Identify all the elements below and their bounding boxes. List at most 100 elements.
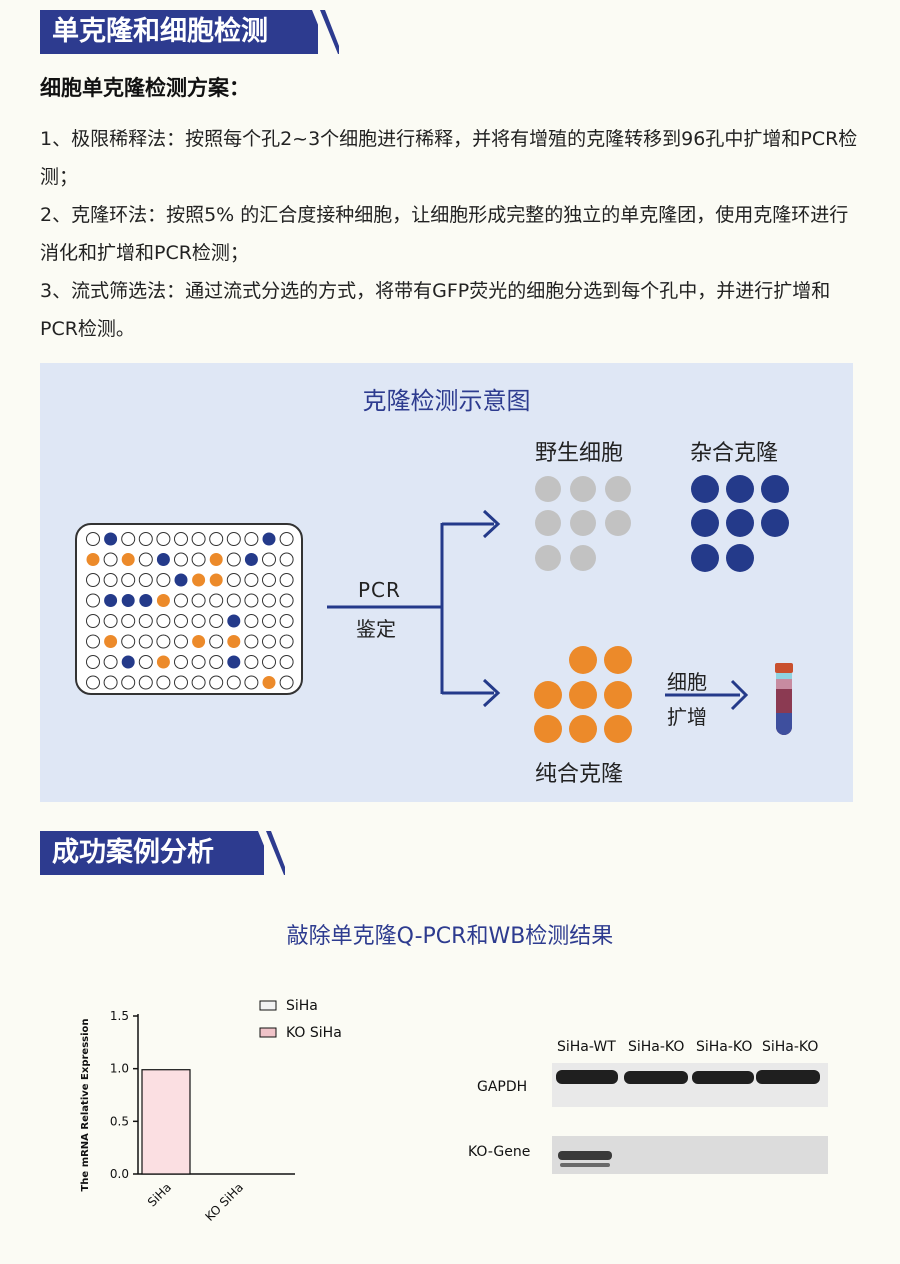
plate-well (227, 655, 241, 669)
y-tick-label: 1.0 (110, 1062, 129, 1076)
plate-well (209, 675, 224, 690)
plate-well (156, 675, 171, 690)
plate-well (156, 573, 171, 587)
plate-well (121, 573, 136, 587)
wb-row-gapdh: GAPDH (477, 1079, 528, 1095)
pcr-label: PCR (358, 578, 401, 602)
expand-label-1: 细胞 (667, 670, 707, 694)
plate-well (156, 655, 170, 669)
plate-well (209, 593, 224, 608)
plate-well (226, 573, 241, 587)
scheme-heading: 细胞单克隆检测方案： (40, 76, 250, 100)
plate-well (262, 634, 276, 649)
plate-well (262, 573, 276, 587)
banner-slash-icon (258, 831, 285, 875)
heterozygous-cells (691, 475, 789, 572)
plate-well (262, 593, 276, 608)
plate-well (209, 634, 224, 649)
wb-band-gapdh-2 (624, 1071, 688, 1084)
plate-well (86, 532, 100, 546)
plate-well (226, 532, 241, 546)
plate-well (244, 593, 259, 608)
plate-well (121, 634, 136, 649)
plate-well (209, 655, 224, 669)
wb-lane-4: SiHa-KO (762, 1039, 819, 1055)
plate-well (209, 614, 224, 628)
y-tick-label: 1.5 (110, 1009, 129, 1023)
plate-well (279, 675, 294, 690)
wb-band-ko-1 (558, 1151, 612, 1160)
plate-well (86, 675, 100, 690)
plate-well (279, 552, 294, 567)
plate-well (103, 614, 118, 628)
bar-1 (141, 1069, 191, 1175)
plate-well (244, 532, 259, 546)
plate-well (227, 635, 241, 648)
plate-well (279, 593, 294, 608)
legend-swatch (259, 1000, 277, 1011)
plate-well (103, 573, 118, 587)
plate-well (174, 573, 188, 587)
plate-well (121, 532, 136, 546)
plate-well (156, 594, 170, 607)
plate-well (192, 573, 206, 587)
section-banner-1: 单克隆和细胞检测 (40, 10, 340, 54)
plate-well (174, 552, 188, 567)
plate-well (191, 532, 206, 546)
plate-well (279, 655, 294, 669)
plate-well (156, 614, 171, 628)
y-tick-label: 0.0 (110, 1167, 129, 1181)
plate-well (244, 614, 259, 628)
plate-well (121, 675, 136, 690)
x-tick-label: KO SiHa (202, 1180, 246, 1224)
plate-well (279, 614, 294, 628)
y-tick-label: 0.5 (110, 1114, 129, 1128)
clone-detection-diagram: 克隆检测示意图 PCR 鉴定 野生细胞 杂合克隆 纯合克隆 细胞 扩增 (40, 363, 853, 802)
plate-well (121, 553, 135, 566)
wb-band-gapdh-1 (556, 1070, 618, 1084)
plate-well (138, 573, 153, 587)
plate-well (227, 614, 241, 628)
heterozygous-label: 杂合克隆 (690, 441, 779, 466)
plate-well (103, 675, 118, 690)
section-title-1: 单克隆和细胞检测 (40, 10, 318, 54)
plate-well (226, 675, 241, 690)
plate-well (138, 552, 153, 567)
plate-well (156, 532, 171, 546)
wb-lane-2: SiHa-KO (628, 1039, 685, 1055)
plate-well (279, 573, 294, 587)
wild-type-cells (535, 476, 631, 571)
scheme-item-2: 2、克隆环法：按照5% 的汇合度接种细胞，让细胞形成完整的独立的单克隆团，使用克… (40, 204, 849, 264)
plate-well (139, 594, 153, 607)
plate-well (262, 614, 276, 628)
plate-well (209, 553, 223, 566)
plate-well (226, 593, 241, 608)
plate-well (279, 634, 294, 649)
plate-well (104, 594, 118, 607)
plate-well (174, 675, 188, 690)
wild-type-label: 野生细胞 (535, 441, 624, 466)
plate-well (86, 655, 100, 669)
legend-swatch (259, 1027, 277, 1038)
plate-well (209, 573, 223, 587)
plate-well (174, 614, 188, 628)
homozygous-cells (534, 646, 632, 743)
test-tube-icon (775, 663, 793, 735)
plate-well (138, 532, 153, 546)
plate-well (174, 593, 188, 608)
banner-slash-icon (312, 10, 339, 54)
homozygous-label: 纯合克隆 (535, 762, 624, 787)
plate-well (244, 675, 259, 690)
plate-well (244, 655, 259, 669)
plate-well (121, 655, 135, 669)
identify-label: 鉴定 (356, 617, 396, 641)
diagram-title: 克隆检测示意图 (362, 387, 531, 415)
plate-well (174, 634, 188, 649)
plate-well (174, 532, 188, 546)
wb-lane-3: SiHa-KO (696, 1039, 753, 1055)
legend-label: KO SiHa (286, 1025, 342, 1041)
scheme-item-1: 1、极限稀释法：按照每个孔2~3个细胞进行稀释，并将有增殖的克隆转移到96孔中扩… (40, 128, 858, 188)
plate-well (138, 655, 153, 669)
plate-well (103, 552, 118, 567)
